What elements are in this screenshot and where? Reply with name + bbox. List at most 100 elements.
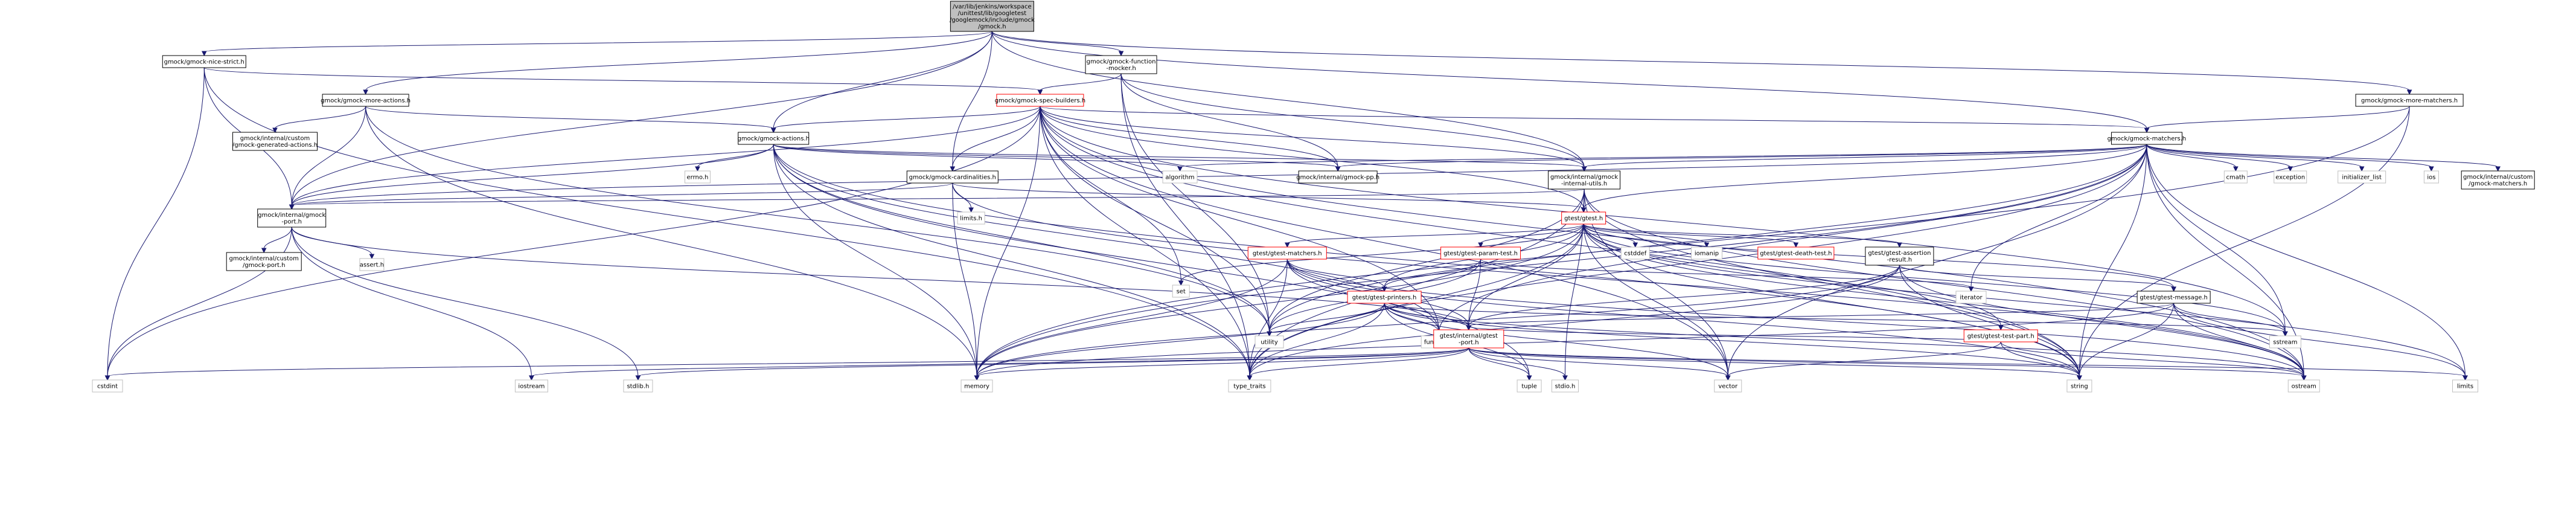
node-label: gmock/gmock-matchers.h xyxy=(2108,136,2187,143)
edge-root-to-function_mocker xyxy=(991,31,1124,57)
edge-matchers-to-gmock_pp xyxy=(1335,144,2147,172)
edge-spec_builders-to-actions xyxy=(770,106,1041,133)
node-label: gtest/gtest.h xyxy=(1564,216,1603,222)
node-assertion_result[interactable]: gtest/gtest-assertion-result.h xyxy=(1865,246,1934,266)
node-label: ostream xyxy=(2292,384,2316,390)
edge-param_test-to-iterator xyxy=(1480,259,1974,292)
node-test_part[interactable]: gtest/gtest-test-part.h xyxy=(1963,329,2038,342)
edge-nice_strict-to-cstdint xyxy=(104,67,205,381)
node-label: gmock/internal/custom xyxy=(2463,174,2533,181)
node-tuple: tuple xyxy=(1517,379,1542,393)
edge-root-to-more_matchers xyxy=(991,31,2412,95)
edge-more_actions-to-actions xyxy=(365,106,776,133)
node-gtest_matchers[interactable]: gtest/gtest-matchers.h xyxy=(1247,246,1327,260)
node-box xyxy=(1548,170,1621,190)
edge-matchers-to-cmath xyxy=(2146,144,2239,172)
node-more_matchers[interactable]: gmock/gmock-more-matchers.h xyxy=(2355,94,2464,107)
node-gmock_pp[interactable]: gmock/internal/gmock-pp.h xyxy=(1296,170,1379,184)
node-custom_port[interactable]: gmock/internal/custom/gmock-port.h xyxy=(226,252,302,271)
node-custom_matchers[interactable]: gmock/internal/custom/gmock-matchers.h xyxy=(2461,170,2535,190)
node-utility: utility xyxy=(1254,335,1284,349)
node-gmock_port[interactable]: gmock/internal/gmock-port.h xyxy=(257,208,327,228)
node-label: -port.h xyxy=(1459,339,1479,346)
edge-gtest-to-sstream xyxy=(1583,223,2288,337)
node-matchers[interactable]: gmock/gmock-matchers.h xyxy=(2108,132,2187,145)
edge-function_mocker-to-spec_builders xyxy=(1037,73,1122,95)
edge-gtest_port-to-string xyxy=(1468,347,2082,381)
node-label: gmock/internal/custom xyxy=(229,256,298,262)
node-generated_actions[interactable]: gmock/internal/custom/gmock-generated-ac… xyxy=(232,132,318,151)
edge-root-to-nice_strict xyxy=(201,31,992,57)
node-internal_utils[interactable]: gmock/internal/gmock-internal-utils.h xyxy=(1548,170,1621,190)
edge-gmock_port-to-custom_port xyxy=(261,227,292,254)
node-limits_h: limits.h xyxy=(957,211,985,225)
node-box xyxy=(996,94,1084,107)
edge-root-to-gmock_port xyxy=(289,31,992,210)
node-gtest[interactable]: gtest/gtest.h xyxy=(1561,211,1606,225)
edge-spec_builders-to-set xyxy=(1040,106,1184,286)
node-label: gmock/gmock-nice-strict.h xyxy=(164,59,244,66)
node-box xyxy=(2423,170,2439,184)
node-algorithm: algorithm xyxy=(1162,170,1198,184)
node-gtest_message[interactable]: gtest/gtest-message.h xyxy=(2137,291,2211,304)
edge-gmock_port-to-iostream xyxy=(291,227,534,381)
node-box xyxy=(623,379,653,393)
edge-actions-to-gmock_pp xyxy=(773,144,1341,172)
node-sstream: sstream xyxy=(2269,335,2301,349)
node-ostream: ostream xyxy=(2287,379,2320,393)
edge-gtest_message-to-limits xyxy=(2173,303,2468,381)
edge-matchers-to-initializer_list xyxy=(2146,144,2365,172)
edge-param_test-to-printers xyxy=(1381,259,1481,292)
node-printers[interactable]: gtest/gtest-printers.h xyxy=(1347,291,1422,304)
node-box xyxy=(1247,246,1327,260)
edge-gtest_message-to-gtest_port xyxy=(1466,303,2175,331)
edge-gtest_port-to-memory xyxy=(974,347,1469,381)
edge-matchers-to-iterator xyxy=(1968,144,2147,292)
node-box xyxy=(1714,379,1742,393)
node-actions[interactable]: gmock/gmock-actions.h xyxy=(737,132,810,145)
edge-spec_builders-to-cardinalities xyxy=(950,106,1041,172)
edge-gtest-to-iomanip xyxy=(1583,223,1710,248)
node-box xyxy=(906,170,999,184)
node-box xyxy=(1172,285,1190,298)
node-label: iomanip xyxy=(1695,251,1719,257)
node-assert: assert.h xyxy=(359,258,385,271)
node-iostream: iostream xyxy=(514,379,548,393)
node-box xyxy=(2223,170,2248,184)
node-function_mocker[interactable]: gmock/gmock-function-mocker.h xyxy=(1085,55,1157,74)
edge-function_mocker-to-internal_utils xyxy=(1120,73,1587,172)
edge-spec_builders-to-type_traits xyxy=(1040,106,1253,381)
node-more_actions[interactable]: gmock/gmock-more-actions.h xyxy=(321,94,411,107)
node-nice_strict[interactable]: gmock/gmock-nice-strict.h xyxy=(162,55,246,68)
node-label: -internal-utils.h xyxy=(1561,181,1607,187)
node-label: sstream xyxy=(2273,339,2297,346)
edge-root-to-actions xyxy=(770,31,992,133)
node-box xyxy=(2066,379,2092,393)
edge-gtest-to-death_test xyxy=(1583,223,1799,248)
node-stdio: stdio.h xyxy=(1551,379,1579,393)
edge-gtest-to-assertion_result xyxy=(1583,223,1902,248)
node-spec_builders[interactable]: gmock/gmock-spec-builders.h xyxy=(995,94,1085,107)
node-box xyxy=(232,132,318,151)
node-box xyxy=(1955,291,1987,304)
node-box xyxy=(1440,246,1521,260)
node-gtest_port[interactable]: gtest/internal/gtest-port.h xyxy=(1433,329,1504,349)
node-box xyxy=(2338,170,2386,184)
node-label: /gmock.h xyxy=(978,24,1006,30)
node-label: cmath xyxy=(2226,175,2246,181)
node-param_test[interactable]: gtest/gtest-param-test.h xyxy=(1440,246,1521,260)
node-iterator: iterator xyxy=(1955,291,1987,304)
node-root[interactable]: /var/lib/jenkins/workspace/unittest/lib/… xyxy=(950,1,1035,32)
node-box xyxy=(2137,291,2211,304)
node-label: gtest/gtest-matchers.h xyxy=(1253,251,1322,257)
node-box xyxy=(322,94,409,107)
edge-more_actions-to-utility xyxy=(365,106,1272,337)
edge-matchers-to-custom_matchers xyxy=(2146,144,2501,172)
node-box xyxy=(2461,170,2535,190)
node-death_test[interactable]: gtest/gtest-death-test.h xyxy=(1757,246,1835,260)
node-label: gtest/internal/gtest xyxy=(1440,333,1498,339)
node-cardinalities[interactable]: gmock/gmock-cardinalities.h xyxy=(906,170,999,184)
node-box xyxy=(1162,170,1198,184)
edge-nice_strict-to-type_traits xyxy=(203,67,1253,381)
